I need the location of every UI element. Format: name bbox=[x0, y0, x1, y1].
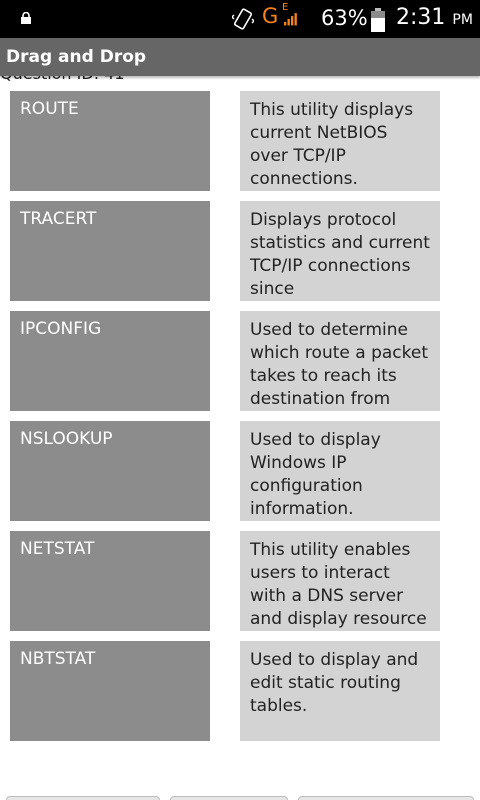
signal-icon bbox=[284, 13, 297, 26]
definition-target-5[interactable]: This utility enables users to interact w… bbox=[240, 531, 440, 631]
page-title: Drag and Drop bbox=[6, 47, 147, 67]
clock-ampm: PM bbox=[452, 12, 473, 28]
vibrate-icon bbox=[232, 8, 254, 30]
network-type-label: G bbox=[262, 4, 279, 28]
draggable-term-tracert[interactable]: TRACERT bbox=[10, 201, 210, 301]
draggable-term-nslookup[interactable]: NSLOOKUP bbox=[10, 421, 210, 521]
draggable-term-route[interactable]: ROUTE bbox=[10, 91, 210, 191]
bottom-button-3[interactable] bbox=[298, 796, 474, 800]
battery-percent: 63% bbox=[321, 6, 368, 30]
status-bar: G E 63% 2:31 PM bbox=[0, 0, 480, 38]
definition-target-1[interactable]: This utility displays current NetBIOS ov… bbox=[240, 91, 440, 191]
draggable-term-netstat[interactable]: NETSTAT bbox=[10, 531, 210, 631]
clock: 2:31 PM bbox=[396, 5, 473, 30]
draggable-term-nbtstat[interactable]: NBTSTAT bbox=[10, 641, 210, 741]
battery-icon bbox=[371, 8, 385, 32]
definition-target-4[interactable]: Used to display Windows IP configuration… bbox=[240, 421, 440, 521]
bottom-button-2[interactable] bbox=[170, 796, 288, 800]
lock-icon bbox=[21, 12, 31, 24]
question-id: Question ID: 41 bbox=[0, 76, 125, 83]
network-subtype-label: E bbox=[282, 2, 289, 13]
app-title-bar: Drag and Drop bbox=[0, 38, 480, 76]
bottom-button-1[interactable] bbox=[6, 796, 160, 800]
definition-target-2[interactable]: Displays protocol statistics and current… bbox=[240, 201, 440, 301]
definition-target-3[interactable]: Used to determine which route a packet t… bbox=[240, 311, 440, 411]
draggable-term-ipconfig[interactable]: IPCONFIG bbox=[10, 311, 210, 411]
drag-drop-area: Question ID: 41 ROUTE This utility displ… bbox=[0, 76, 480, 800]
clock-time: 2:31 bbox=[396, 5, 446, 30]
definition-target-6[interactable]: Used to display and edit static routing … bbox=[240, 641, 440, 741]
